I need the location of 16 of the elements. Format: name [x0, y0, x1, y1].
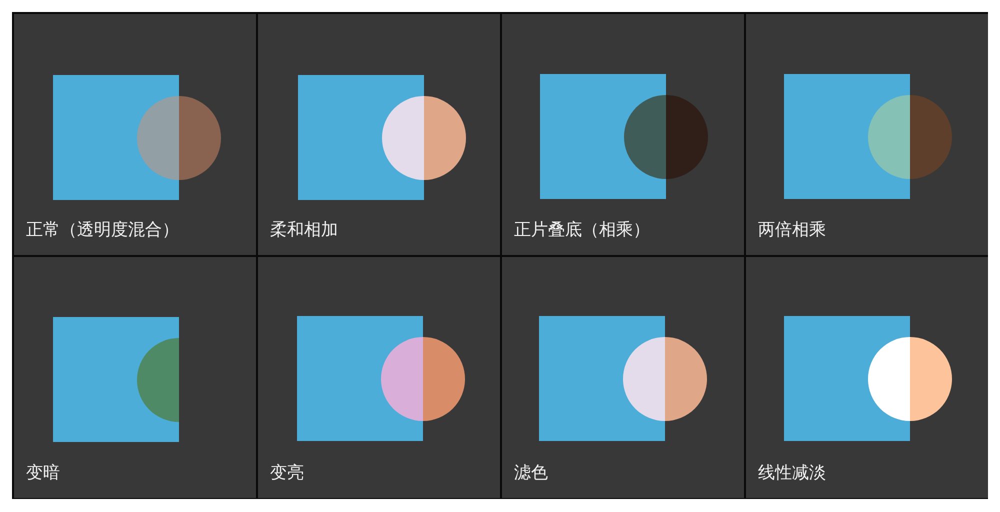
blend-panel: [502, 257, 744, 498]
blend-mode-label: 变暗: [26, 464, 60, 483]
blend-panel: [746, 257, 988, 498]
blend-mode-label: 线性减淡: [758, 464, 826, 483]
blend-panel: [258, 257, 500, 498]
blend-mode-label: 两倍相乘: [758, 221, 826, 240]
blend-mode-label: 滤色: [514, 464, 548, 483]
blend-panel: [14, 257, 256, 498]
blend-panel: [502, 14, 744, 255]
blend-mode-label: 变亮: [270, 464, 304, 483]
blend-panel: [14, 14, 256, 255]
blend-panel: [746, 14, 988, 255]
blend-mode-label: 正片叠底（相乘）: [514, 221, 650, 240]
blend-panel: [258, 14, 500, 255]
blend-mode-label: 正常（透明度混合）: [26, 221, 179, 240]
blend-mode-label: 柔和相加: [270, 221, 338, 240]
